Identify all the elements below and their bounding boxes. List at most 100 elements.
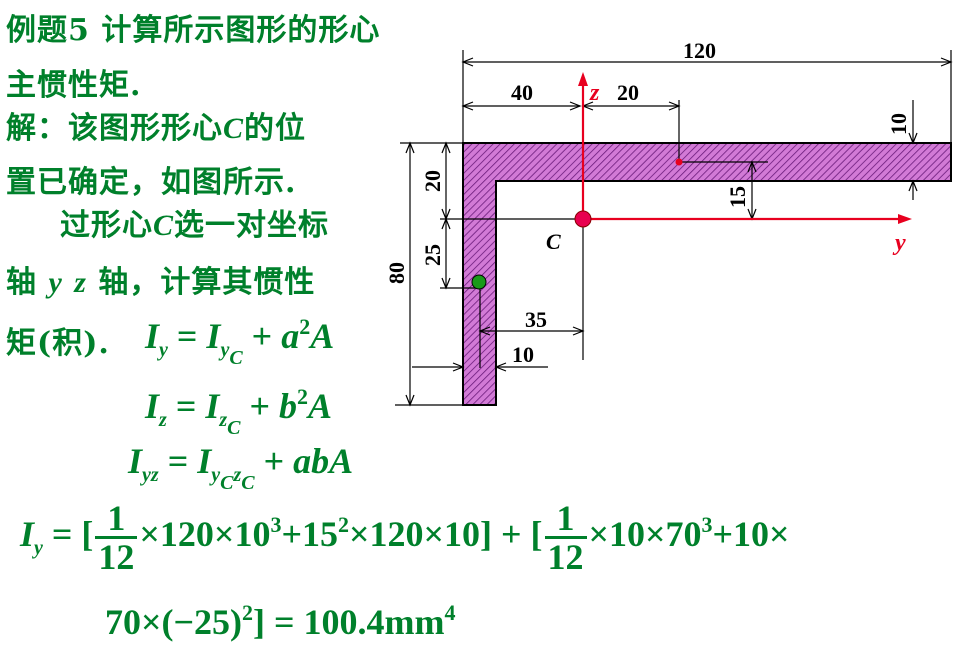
formula-iz-subsub: C [227,417,241,439]
formula-iyz-subsub1: C [220,472,234,494]
dimension-25-left [440,217,480,290]
problem-line-6-a: 轴 [6,265,37,300]
label-120: 120 [683,38,716,63]
flange-centroid-dot [675,158,683,166]
formula-iz: Iz = IzC + b2A [145,384,332,440]
problem-line-3-c: C [223,112,245,145]
formula-iy: Iy = IyC + a2A [145,314,334,370]
problem-line-6: 轴 y z 轴，计算其惯性 [6,257,315,301]
web-left-arrow [412,362,465,372]
label-80: 80 [384,262,409,284]
dimension-40 [461,101,582,111]
calc-lhs: I [20,513,35,554]
problem-line-7: 矩(积). [6,326,110,361]
calc-line2-exp: 2 [242,600,254,625]
problem-line-4: 置已确定，如图所示. [6,165,297,200]
calculation-line-2: 70×(−25)2] = 100.4mm4 [105,600,456,643]
formula-iy-subsub: C [229,347,243,369]
formula-iz-eq: = [175,386,197,426]
formula-iz-exp: 2 [297,384,308,409]
label-15: 15 [725,186,750,208]
calc-part-5: +10× [712,513,790,554]
formula-iz-area: A [308,386,333,426]
calc-eq: = [ [51,513,94,554]
formula-iy-i: I [206,316,221,356]
formula-iy-eq: = [176,316,198,356]
calc-frac2-den: 12 [547,537,584,577]
problem-line-5-b: 选一对坐标 [174,208,330,243]
dimension-120 [461,50,953,143]
dimension-10-flange [903,100,951,200]
label-40: 40 [511,80,533,105]
label-10-web: 10 [512,342,534,367]
formula-iyz-sub: y [211,464,221,486]
label-10-flange: 10 [886,113,911,135]
formula-iz-sub: z [219,409,228,431]
formula-iy-plus: + [251,316,273,356]
formula-iy-lhs: I [145,316,160,356]
label-c: C [546,229,561,254]
dimension-10-web [494,362,548,372]
formula-iz-b: b [279,386,297,426]
formula-iyz-i: I [197,441,212,481]
calc-lhs-sub: y [34,536,43,559]
z-axis [578,72,588,219]
calc-frac1-den: 12 [98,537,135,577]
calc-line2-a: 70×(−25) [105,602,243,642]
problem-line-6-b: 轴，计算其惯性 [98,265,316,300]
label-z-axis: z [589,80,600,106]
calc-line2-b: ] = 100.4mm [253,602,445,642]
formula-iyz: Iyz = IyCzC + abA [128,440,353,495]
calc-part-4-exp: 3 [701,511,713,537]
centroid-c-dot [574,210,592,228]
formula-iyz-lhs: I [128,441,143,481]
web-centroid-dot [471,274,487,290]
formula-iyz-sub2: z [233,464,242,486]
problem-line-5-c: C [153,209,175,242]
calc-frac1-num: 1 [95,500,138,539]
problem-line-5: 过形心C选一对坐标 [60,200,329,244]
formula-iy-lhs-sub: y [159,339,168,361]
label-20-left: 20 [420,170,445,192]
problem-line-6-y: y [48,266,63,299]
formula-iyz-plus: + [263,441,285,481]
calc-part-1-exp: 3 [270,511,282,537]
calc-line2-unit-exp: 4 [444,600,456,625]
calc-part-3: ×120×10] + [ [348,513,543,554]
formula-iyz-subsub2: C [241,472,255,494]
problem-line-5-a: 过形心 [60,208,153,243]
formula-iz-lhs: I [145,386,160,426]
calc-part-1: ×120×10 [139,513,271,554]
formula-iy-exp: 2 [299,314,311,339]
dimension-80 [395,141,488,407]
formula-iy-area: A [310,316,335,356]
calc-frac2-num: 1 [544,500,587,539]
formula-iyz-lhs-sub: yz [142,464,159,486]
formula-iyz-rhs: abA [293,441,354,481]
calc-part-2-exp: 2 [337,511,349,537]
calc-part-4: ×10×70 [588,513,702,554]
label-25-left: 25 [420,244,445,266]
dimension-20-top [581,100,681,162]
problem-line-3-a: 解：该图形形心 [6,111,223,146]
formula-iy-a: a [281,316,300,356]
label-20-top: 20 [617,80,639,105]
y-axis [583,214,912,224]
problem-line-3-b: 的位 [244,111,307,146]
formula-iyz-eq: = [167,441,189,481]
problem-line-6-z: z [74,266,87,299]
dimension-20-left [440,141,580,221]
problem-title: 例题5 计算所示图形的形心 [6,13,381,48]
l-section-shape [462,142,952,406]
label-y-axis: y [892,230,906,256]
formula-iz-i: I [205,386,220,426]
calc-part-2: +15 [281,513,338,554]
label-35: 35 [525,307,547,332]
formula-iz-lhs-sub: z [159,409,167,431]
formula-iz-plus: + [249,386,270,426]
formula-iy-sub: y [220,339,230,361]
problem-line-3: 解：该图形形心C的位 [6,103,306,147]
